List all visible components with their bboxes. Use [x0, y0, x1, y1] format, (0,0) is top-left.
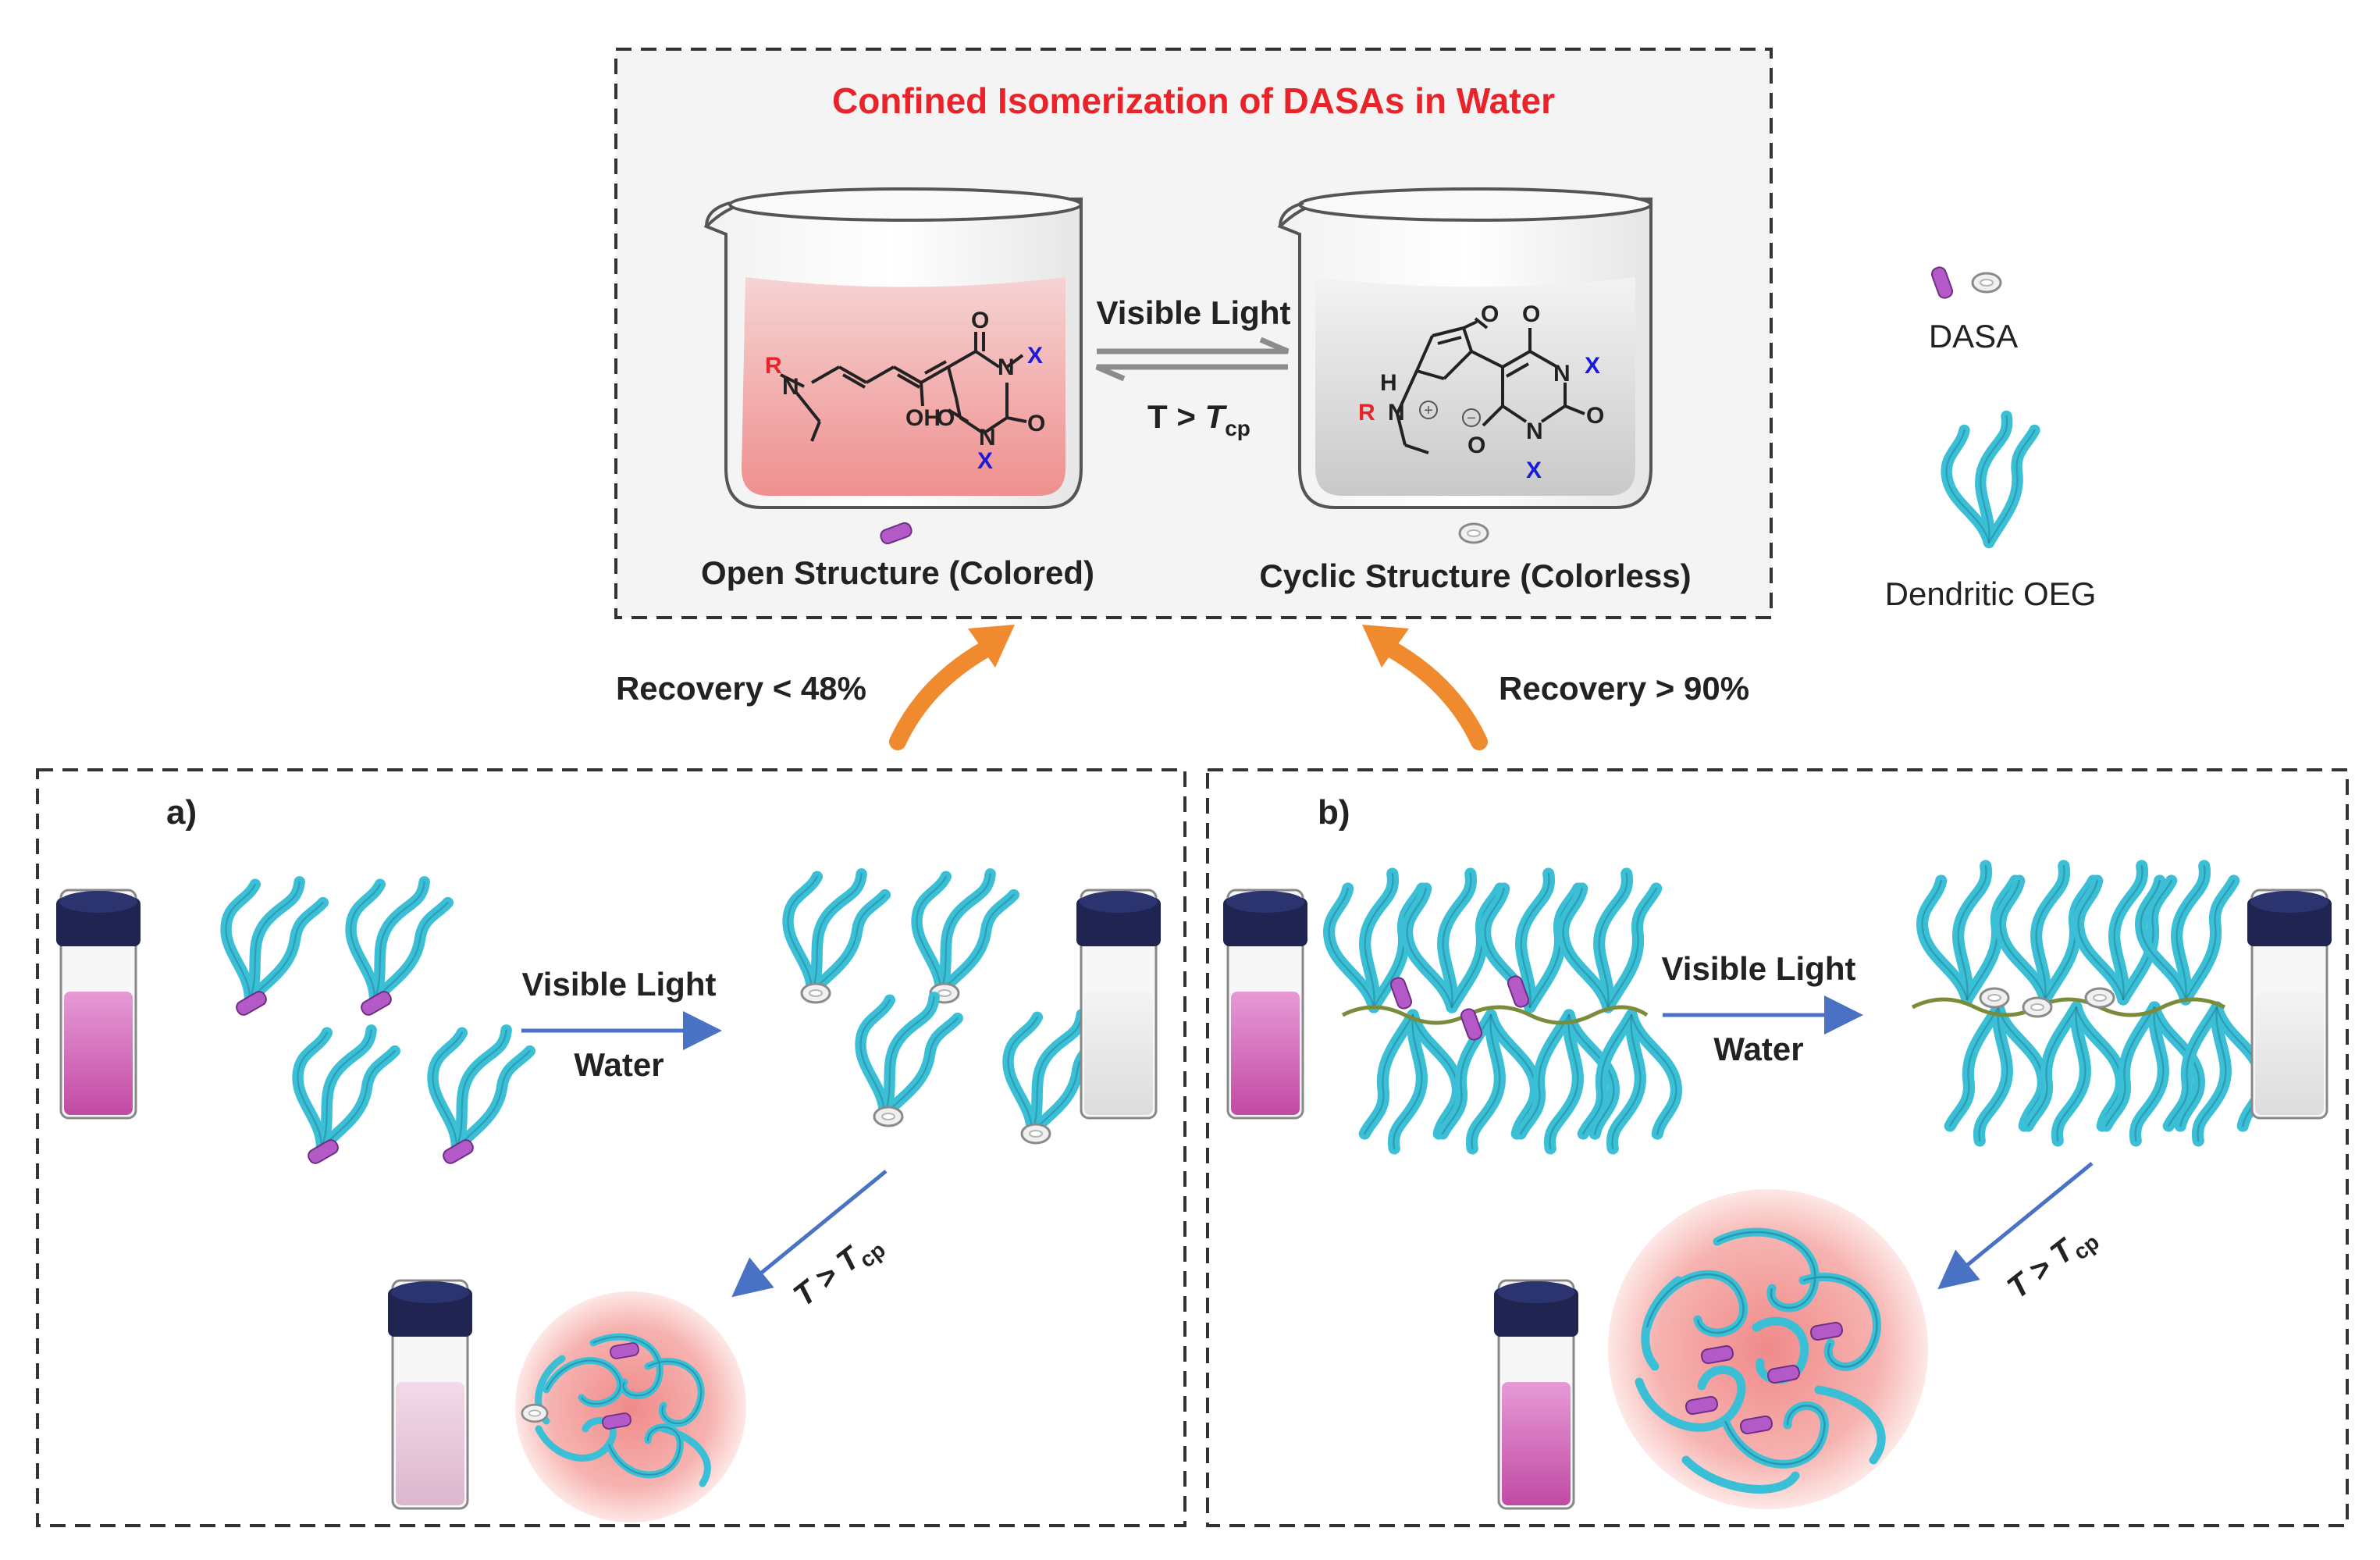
cyclic-structure-molecule: O H R N + − O O O N N X X: [1358, 301, 1604, 483]
top-panel: Confined Isomerization of DASAs in Water: [614, 48, 1773, 619]
cyclic-R: R: [1358, 400, 1375, 426]
cyclic-plus-charge: +: [1424, 402, 1433, 419]
recovery-arrows: Recovery < 48% Recovery > 90%: [616, 625, 1749, 750]
legend: DASA Dendritic OEG: [1885, 265, 2097, 612]
recovery-left-text: Recovery < 48%: [616, 670, 866, 707]
cyclic-H: H: [1380, 370, 1397, 396]
open-OH: OH: [905, 405, 941, 431]
panel-b-heat-arrow: [1937, 1162, 2094, 1290]
panel-b-polymer-brush-open: [1329, 874, 1677, 1149]
panel-b-condition-bottom: Water: [1713, 1031, 1803, 1067]
panel-a-condition-bottom: Water: [574, 1046, 663, 1083]
open-structure-label: Open Structure (Colored): [701, 554, 1094, 591]
cyclic-X-top: X: [1585, 353, 1600, 379]
panel-a-label: a): [166, 793, 197, 832]
open-R: R: [765, 353, 782, 379]
open-N-top: N: [998, 354, 1015, 380]
panel-a-ring-1: [800, 982, 831, 1004]
panel-a-vial-after-light: [1076, 889, 1161, 1120]
panel-b-vial-after-light: [2247, 889, 2332, 1120]
cyclic-X-bottom: X: [1526, 458, 1542, 483]
cyclic-O-ring: O: [1481, 301, 1499, 327]
left-recovery-arrow: [889, 639, 996, 750]
panel-b-aggregate: [1608, 1189, 1928, 1509]
reverse-condition-main: T >: [1147, 398, 1205, 435]
open-X-bottom: X: [977, 448, 993, 474]
legend-dasa-rod-icon: [1929, 265, 1955, 301]
panel-a-ring-4: [1020, 1123, 1051, 1145]
open-O-top: O: [971, 308, 989, 333]
panel-b-polymer-brush-cyclic: [1911, 866, 2261, 1141]
open-structure-molecule: R N OH O O O N N X X: [765, 308, 1045, 474]
open-N: N: [782, 374, 799, 400]
panel-a-vial-final: [388, 1279, 472, 1510]
reverse-condition-T: T: [1205, 398, 1228, 435]
legend-oeg-label: Dendritic OEG: [1885, 575, 2097, 612]
legend-dasa-ring-icon: [1971, 272, 2002, 294]
open-structure-beaker: [703, 187, 1083, 509]
panel-b-vial-initial: [1223, 889, 1307, 1120]
cyclic-N-top: N: [1553, 361, 1571, 386]
panel-a: a) Visible Light Water: [36, 768, 1186, 1527]
panel-a-ring-3: [873, 1106, 904, 1127]
equilibrium-arrows: Visible Light T > Tcp: [1095, 294, 1291, 440]
cyclic-O-bottom: O: [1467, 433, 1485, 458]
right-recovery-arrow: [1381, 639, 1488, 750]
legend-oeg-icon: [1947, 416, 2035, 543]
panel-a-condition-top: Visible Light: [522, 966, 717, 1003]
cyclic-dasa-icon: [1458, 522, 1489, 544]
panel-a-aggregate: [515, 1291, 746, 1523]
panel-a-heat-arrow: [731, 1170, 888, 1298]
panel-a-vial-initial: [56, 889, 141, 1120]
recovery-right-text: Recovery > 90%: [1499, 670, 1749, 707]
top-panel-title: Confined Isomerization of DASAs in Water: [832, 80, 1555, 121]
cyclic-O-right: O: [1586, 403, 1604, 429]
cyclic-structure-beaker: [1277, 187, 1652, 509]
panel-b-vial-final: [1494, 1279, 1578, 1510]
forward-condition: Visible Light: [1097, 294, 1291, 331]
cyclic-O-top: O: [1522, 301, 1540, 327]
reverse-condition-sub: cp: [1225, 416, 1250, 440]
cyclic-N: N: [1388, 400, 1405, 426]
open-O-bottom: O: [937, 405, 955, 431]
cyclic-structure-label: Cyclic Structure (Colorless): [1259, 557, 1691, 594]
reverse-condition: T > Tcp: [1147, 398, 1250, 440]
panel-b: b) Visible Light Water: [1206, 768, 2349, 1527]
panel-b-label: b): [1318, 793, 1350, 832]
open-X-top: X: [1027, 343, 1043, 369]
open-N-bottom: N: [979, 425, 996, 451]
open-O-right: O: [1027, 411, 1045, 436]
legend-dasa-label: DASA: [1929, 318, 2018, 354]
clear-solution: [1315, 277, 1635, 496]
cyclic-minus-charge: −: [1467, 410, 1476, 427]
panel-b-condition-top: Visible Light: [1662, 950, 1856, 987]
cyclic-N-bottom: N: [1526, 418, 1543, 444]
